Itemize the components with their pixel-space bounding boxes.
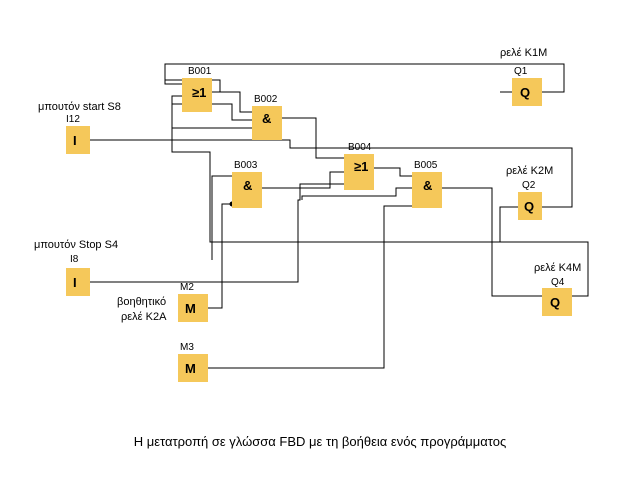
gate-b002-id: B002 <box>254 94 278 105</box>
wire-m2-to-b003 <box>208 203 232 309</box>
output-q1: ρελέ K1M Q1 Q <box>500 47 547 106</box>
gate-b003-block <box>232 172 262 208</box>
wire-q4-feedback <box>500 241 589 297</box>
input-i8-block <box>66 268 90 296</box>
gate-b005: B005 & <box>412 160 442 208</box>
gate-b005-id: B005 <box>414 160 438 171</box>
input-i8-description: μπουτόν Stop S4 <box>34 239 118 251</box>
wire-b003-in1 <box>211 175 232 260</box>
output-q1-symbol: Q <box>520 85 530 100</box>
gate-b002-symbol: & <box>262 111 271 126</box>
wire-b003-to-b004 <box>262 171 344 189</box>
flag-m3-id: M3 <box>180 342 194 353</box>
gate-b004: B004 ≥1 <box>344 142 374 190</box>
wire-b004-to-b005 <box>374 167 412 177</box>
output-q2-block <box>518 192 542 220</box>
input-i12-block <box>66 126 90 154</box>
output-q2: ρελέ K2M Q2 Q <box>506 165 553 220</box>
wire-b004-in3 <box>90 183 344 283</box>
output-q4: ρελέ K4M Q4 Q <box>534 262 581 316</box>
flag-m2-description-line1: βοηθητικό <box>117 296 166 308</box>
output-q2-id: Q2 <box>522 180 536 191</box>
output-q4-block <box>542 288 572 316</box>
output-q4-id: Q4 <box>551 277 565 288</box>
gate-b002-block <box>252 106 282 140</box>
wire-b005-to-q4 <box>442 187 542 297</box>
wire-q2-in <box>499 206 518 212</box>
input-i12-symbol: I <box>73 133 77 148</box>
wire-b005-in2 <box>301 187 412 200</box>
wire-b002-in2 <box>171 103 252 121</box>
gate-b005-symbol: & <box>423 178 432 193</box>
gate-b001-id: B001 <box>188 66 212 77</box>
diagram-caption: Η μετατροπή σε γλώσσα FBD με τη βοήθεια … <box>134 434 507 449</box>
wire-b001-to-b002 <box>212 91 252 113</box>
output-q2-symbol: Q <box>524 199 534 214</box>
gate-b003: B003 & <box>232 160 262 208</box>
gate-b001: B001 ≥1 <box>182 66 212 112</box>
wire-b002-to-b004 <box>282 117 344 159</box>
flag-m2-block <box>178 294 208 322</box>
flag-m2-symbol: M <box>185 301 196 316</box>
flag-m2-id: M2 <box>180 282 194 293</box>
output-q4-description: ρελέ K4M <box>534 262 581 274</box>
input-i12: μπουτόν start S8 I12 I <box>38 101 121 154</box>
wires <box>90 63 589 369</box>
wire-b002-in3 <box>171 127 501 243</box>
input-i12-description: μπουτόν start S8 <box>38 101 121 113</box>
gate-b004-block <box>344 154 374 190</box>
input-i8-id: I8 <box>70 254 79 265</box>
gate-b003-id: B003 <box>234 160 258 171</box>
output-q1-description: ρελέ K1M <box>500 47 547 59</box>
gate-b001-symbol: ≥1 <box>192 85 206 100</box>
wire-i12-to-q2 <box>90 139 573 208</box>
output-q1-id: Q1 <box>514 66 528 77</box>
gate-b004-symbol: ≥1 <box>354 159 368 174</box>
wire-m3-to-b005 <box>208 205 412 369</box>
flag-m2-description-line2: ρελέ K2A <box>121 311 167 323</box>
gate-b004-id: B004 <box>348 142 372 153</box>
flag-m3-symbol: M <box>185 361 196 376</box>
gate-b005-block <box>412 172 442 208</box>
gate-b002: B002 & <box>252 94 282 140</box>
wire-b001-feedback <box>164 63 565 93</box>
output-q1-block <box>512 78 542 106</box>
input-i8: μπουτόν Stop S4 I8 I <box>34 239 118 296</box>
gate-b001-block <box>182 78 212 112</box>
flag-m3-block <box>178 354 208 382</box>
gate-b003-symbol: & <box>243 178 252 193</box>
flag-m3: M3 M <box>178 342 208 382</box>
input-i12-id: I12 <box>66 114 80 125</box>
output-q2-description: ρελέ K2M <box>506 165 553 177</box>
flag-m2: βοηθητικό ρελέ K2A M2 M <box>117 282 208 323</box>
output-q4-symbol: Q <box>550 295 560 310</box>
input-i8-symbol: I <box>73 275 77 290</box>
wire-loop-to-b001-in1 <box>164 80 182 85</box>
